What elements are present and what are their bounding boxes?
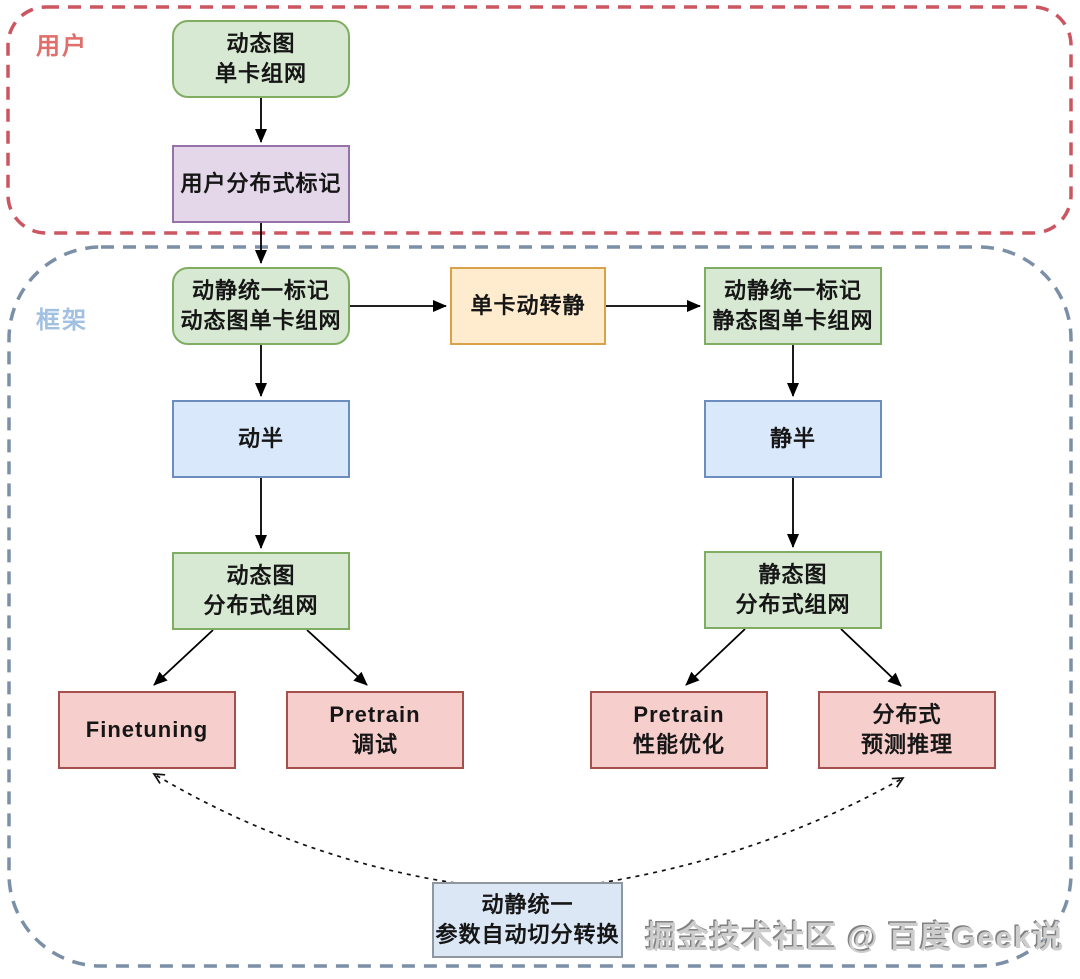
node-label: Pretrain <box>329 702 421 727</box>
node-label: 预测推理 <box>860 732 953 757</box>
node-label: 动静统一标记 <box>723 278 862 303</box>
node-label: 动半 <box>237 426 284 451</box>
node-label: 静态图单卡组网 <box>712 308 874 333</box>
dotted-arrow-convert-to-finetuning <box>152 773 456 884</box>
framework-region-label: 框架 <box>36 307 88 334</box>
node-unified-mark-dynamic: 动静统一标记 动态图单卡组网 <box>172 267 350 345</box>
watermark-text: 掘金技术社区 @ 百度Geek说 <box>645 920 1064 955</box>
dotted-arrow-convert-to-inference <box>599 777 905 884</box>
node-distributed-inference: 分布式 预测推理 <box>818 691 996 769</box>
node-param-auto-convert: 动静统一 参数自动切分转换 <box>432 882 623 958</box>
node-single-card-dyn2static: 单卡动转静 <box>450 267 606 345</box>
user-region-border <box>6 5 1073 235</box>
node-label: 单卡动转静 <box>470 293 586 318</box>
node-label: 调试 <box>351 732 398 757</box>
node-label: Pretrain <box>633 702 725 727</box>
node-dynamic-semi: 动半 <box>172 400 350 478</box>
node-pretrain-debug: Pretrain 调试 <box>286 691 464 769</box>
node-label: 动静统一 <box>481 892 574 917</box>
node-label: 动态图 <box>226 31 296 56</box>
framework-region-border <box>7 245 1073 968</box>
node-label: 用户分布式标记 <box>180 171 342 196</box>
node-label: Finetuning <box>85 717 209 742</box>
arrow-staticdist-to-dist-inference <box>840 628 902 687</box>
node-label: 分布式 <box>872 702 942 727</box>
user-region-label: 用户 <box>36 33 88 60</box>
node-pretrain-perf: Pretrain 性能优化 <box>590 691 768 769</box>
node-label: 性能优化 <box>632 732 725 757</box>
node-label: 分布式组网 <box>203 593 319 618</box>
node-dynamic-graph-single-card: 动态图 单卡组网 <box>172 20 350 98</box>
node-unified-mark-static: 动静统一标记 静态图单卡组网 <box>704 267 882 345</box>
node-user-distributed-mark: 用户分布式标记 <box>172 145 350 223</box>
node-label: 动态图单卡组网 <box>180 308 342 333</box>
node-static-distributed: 静态图 分布式组网 <box>704 551 882 629</box>
dotted-convert-curves <box>152 773 905 884</box>
node-dynamic-distributed: 动态图 分布式组网 <box>172 552 350 630</box>
arrow-dyndist-to-finetuning <box>153 629 214 686</box>
node-label: 静半 <box>769 426 816 451</box>
node-label: 静态图 <box>758 562 828 587</box>
node-static-semi: 静半 <box>704 400 882 478</box>
arrow-dyndist-to-pretrain-debug <box>306 629 368 686</box>
flow-arrows <box>153 98 902 687</box>
node-label: 动态图 <box>226 563 296 588</box>
node-label: 单卡组网 <box>214 61 307 86</box>
node-label: 参数自动切分转换 <box>435 922 620 947</box>
node-label: 动静统一标记 <box>191 278 330 303</box>
node-label: 分布式组网 <box>735 592 851 617</box>
node-finetuning: Finetuning <box>58 691 236 769</box>
arrow-staticdist-to-pretrain-perf <box>685 628 746 686</box>
